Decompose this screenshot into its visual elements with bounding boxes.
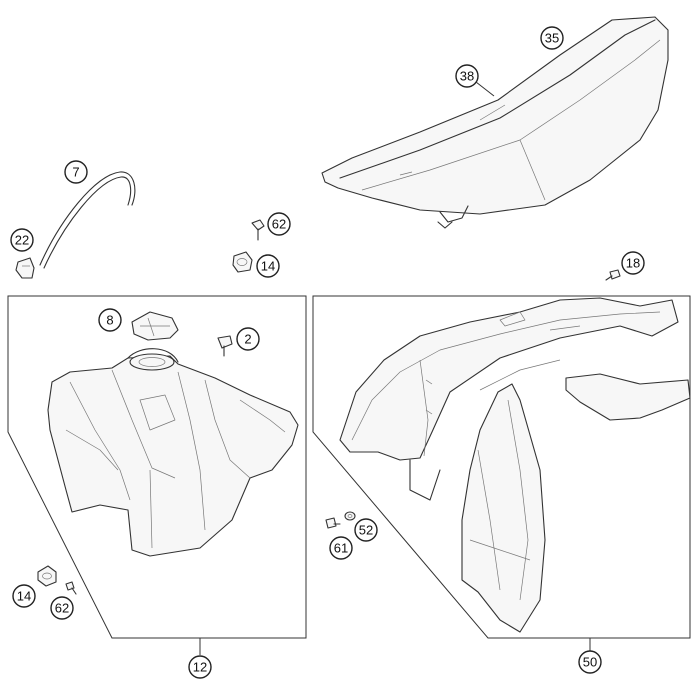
elbow-fitting-part bbox=[15, 257, 35, 279]
callout-18: 18 bbox=[621, 251, 645, 275]
callout-62-bottom: 62 bbox=[50, 596, 74, 620]
fuel-tank-part bbox=[47, 348, 299, 557]
spoiler-group-frame bbox=[312, 295, 691, 639]
svg-text:61: 61 bbox=[334, 541, 348, 556]
svg-text:52: 52 bbox=[359, 523, 373, 538]
svg-text:7: 7 bbox=[72, 165, 79, 180]
svg-text:35: 35 bbox=[545, 31, 559, 46]
callout-2: 2 bbox=[236, 327, 260, 351]
vent-hose-part bbox=[39, 171, 136, 269]
svg-text:8: 8 bbox=[106, 313, 113, 328]
svg-text:38: 38 bbox=[460, 69, 474, 84]
callout-14-bottom: 14 bbox=[12, 584, 36, 608]
callout-14-top: 14 bbox=[256, 254, 280, 278]
svg-text:14: 14 bbox=[17, 589, 31, 604]
fuel-tank-group-frame bbox=[7, 295, 307, 639]
callout-38: 38 bbox=[455, 64, 495, 97]
svg-text:14: 14 bbox=[261, 259, 275, 274]
callout-62-top: 62 bbox=[267, 212, 291, 236]
callout-50: 50 bbox=[578, 650, 602, 674]
svg-text:62: 62 bbox=[55, 601, 69, 616]
seat-part bbox=[321, 16, 669, 229]
callout-12: 12 bbox=[188, 655, 212, 679]
svg-text:18: 18 bbox=[626, 256, 640, 271]
svg-text:62: 62 bbox=[272, 217, 286, 232]
screw-18 bbox=[605, 269, 621, 281]
callout-35: 35 bbox=[540, 26, 564, 50]
screw-62-bottom bbox=[65, 581, 77, 595]
callout-8: 8 bbox=[98, 308, 122, 332]
screw-62-top bbox=[251, 219, 265, 241]
nut-14-top bbox=[232, 251, 253, 273]
nut-14-bottom bbox=[37, 565, 57, 587]
svg-text:2: 2 bbox=[244, 332, 251, 347]
screw-2 bbox=[217, 335, 233, 357]
callout-61: 61 bbox=[329, 536, 353, 560]
washer-52 bbox=[344, 511, 356, 521]
spoiler-part bbox=[339, 297, 691, 633]
screw-61 bbox=[325, 517, 341, 529]
callout-22: 22 bbox=[10, 228, 34, 252]
svg-text:22: 22 bbox=[15, 233, 29, 248]
svg-text:12: 12 bbox=[193, 660, 207, 675]
callout-7: 7 bbox=[64, 160, 88, 184]
callout-52: 52 bbox=[354, 518, 378, 542]
svg-text:50: 50 bbox=[583, 655, 597, 670]
fuel-cap-part bbox=[131, 311, 179, 341]
